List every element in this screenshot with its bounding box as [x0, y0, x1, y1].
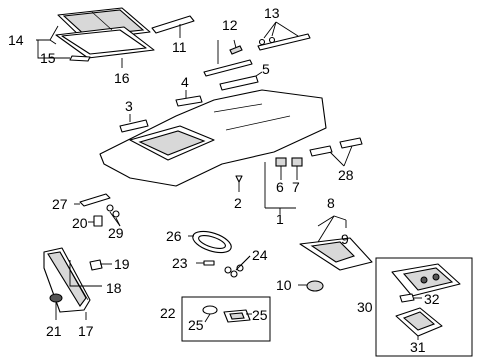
lamp-6-part — [275, 157, 287, 180]
callout-17: 17 — [78, 323, 94, 339]
console-30-box — [375, 257, 473, 357]
callout-12: 12 — [222, 17, 238, 33]
callout-4: 4 — [181, 74, 189, 90]
callout-2: 2 — [234, 195, 242, 211]
lens-10-part — [298, 280, 324, 292]
callout-26: 26 — [166, 228, 182, 244]
headliner-part — [99, 89, 327, 214]
kit-22-box — [181, 296, 271, 342]
callout-28: 28 — [338, 167, 354, 183]
bracket-4-part — [175, 90, 203, 107]
callout-11: 11 — [172, 39, 187, 55]
callout-14: 14 — [8, 32, 24, 48]
callout-21: 21 — [46, 323, 62, 339]
trim-strip-part — [151, 15, 195, 38]
leaders-14-15-16 — [36, 25, 123, 68]
rear-panel-8-part — [299, 215, 373, 271]
bulb-23-part — [196, 260, 215, 266]
assist-grip-27-part — [74, 193, 111, 207]
callout-27: 27 — [52, 196, 68, 212]
assist-grip-28-part — [309, 137, 363, 167]
callout-16: 16 — [114, 70, 130, 86]
sun-visor-part — [43, 247, 112, 313]
callout-30: 30 — [357, 299, 373, 315]
callout-10: 10 — [276, 277, 292, 293]
lamp-25-parts — [202, 305, 252, 323]
callout-22: 22 — [160, 305, 176, 321]
callout-6: 6 — [276, 179, 284, 195]
callout-8: 8 — [327, 195, 335, 211]
callout-5: 5 — [262, 61, 270, 77]
callout-1: 1 — [276, 211, 284, 227]
callout-13: 13 — [264, 5, 280, 21]
bezel-26-part — [188, 230, 232, 254]
callout-24: 24 — [252, 247, 268, 263]
callout-23: 23 — [172, 255, 188, 271]
callout-32: 32 — [424, 291, 440, 307]
callout-25-b: 25 — [252, 307, 268, 323]
hook-21-part — [49, 293, 63, 320]
clip-2-part — [235, 175, 243, 192]
callout-20: 20 — [72, 215, 88, 231]
lamp-7-part — [291, 157, 303, 180]
callout-19: 19 — [114, 256, 130, 272]
assist-grip-5-part — [219, 71, 263, 91]
callout-18: 18 — [106, 280, 122, 296]
callout-29: 29 — [108, 225, 124, 241]
console-30-part — [391, 263, 461, 340]
callout-25-a: 25 — [188, 317, 204, 333]
bracket-3-part — [119, 114, 149, 133]
sunroof-seal-part — [69, 55, 91, 62]
clip-29-part — [106, 204, 121, 227]
callout-labels: 1 2 3 4 5 6 7 8 9 10 11 12 13 14 15 16 1… — [8, 5, 440, 355]
callout-9: 9 — [341, 231, 349, 247]
clips-24-part — [224, 255, 251, 278]
holder-20-part — [88, 215, 103, 227]
callout-3: 3 — [125, 98, 133, 114]
callout-31: 31 — [410, 339, 426, 355]
roof-rails-part — [203, 21, 311, 77]
callout-7: 7 — [292, 179, 300, 195]
callout-15: 15 — [40, 50, 56, 66]
sunroof-glass-part — [55, 7, 155, 59]
